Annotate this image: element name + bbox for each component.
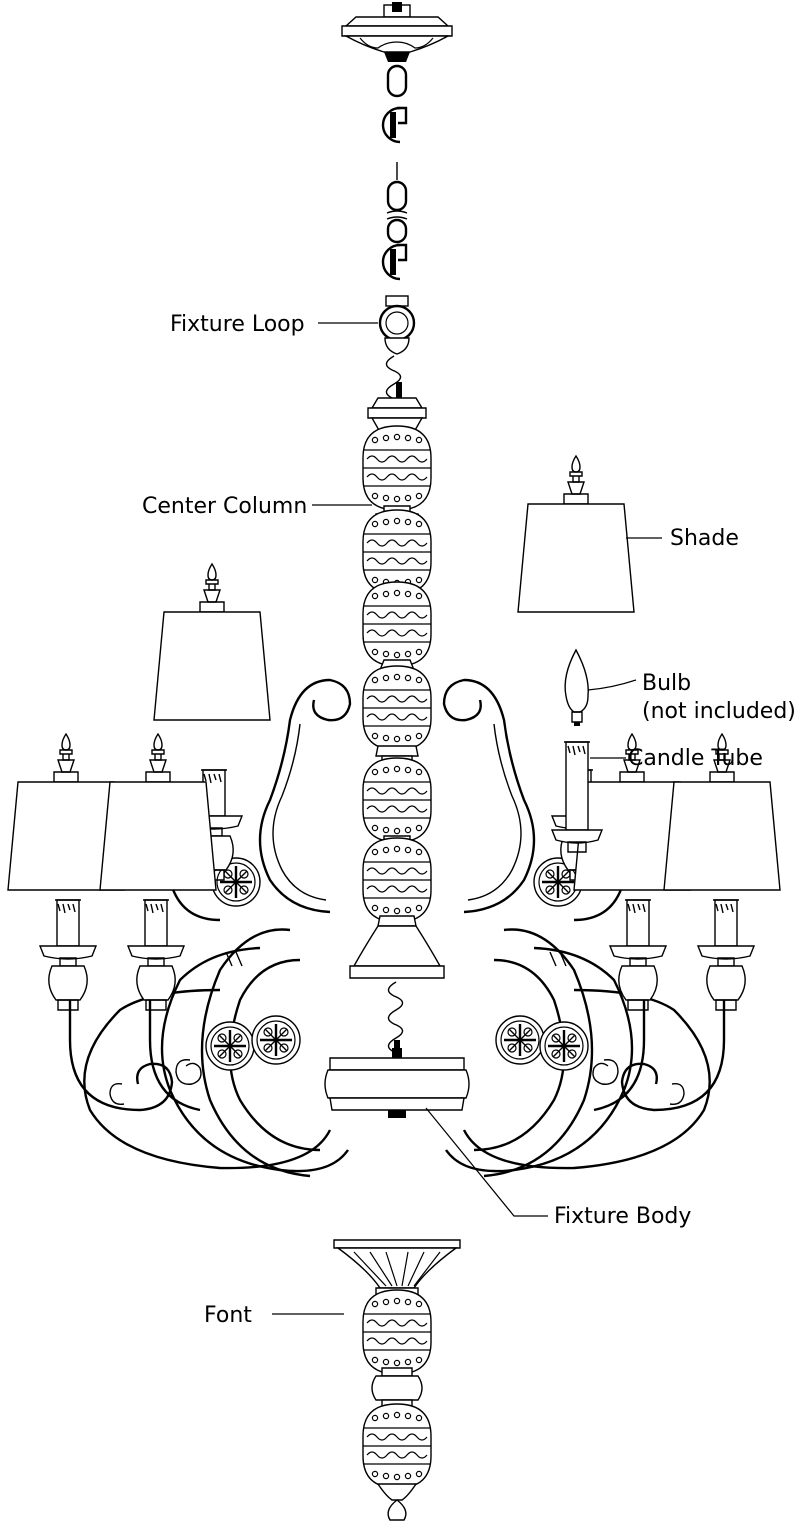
canopy — [341, 2, 453, 62]
label-center-column: Center Column — [142, 494, 307, 519]
label-bulb-note: (not included) — [642, 699, 794, 724]
label-fixture-body: Fixture Body — [554, 1204, 691, 1229]
label-shade: Shade — [670, 526, 739, 551]
candle-tube — [550, 741, 604, 853]
fixture-loop — [378, 295, 416, 409]
bulb — [564, 648, 589, 726]
labels: Fixture Loop Center Column Shade Bulb (n… — [142, 312, 794, 1328]
label-candle-tube: Candle Tube — [628, 746, 763, 771]
font — [333, 1239, 461, 1521]
chain — [381, 64, 408, 281]
label-bulb: Bulb — [642, 671, 691, 696]
label-font: Font — [204, 1303, 252, 1328]
label-fixture-loop: Fixture Loop — [170, 312, 305, 337]
leader-lines — [272, 322, 662, 1315]
center-column — [349, 397, 445, 1067]
fixture-body — [68, 678, 726, 1178]
